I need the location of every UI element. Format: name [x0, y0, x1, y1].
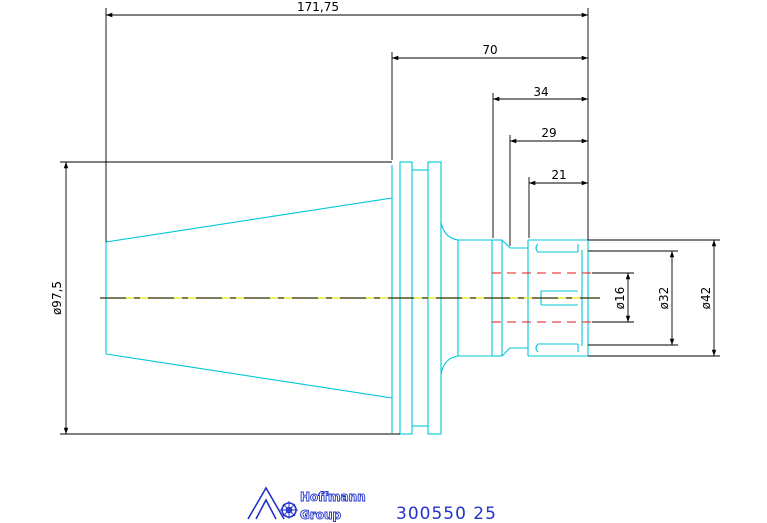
brand-name-line1: Hoffmann	[300, 490, 366, 504]
title-block: Hoffmann Group 300550 25	[247, 486, 497, 523]
dim-flange-length: 70	[482, 43, 497, 57]
dim-diameter-42: ø42	[699, 287, 713, 310]
dim-diameter-16: ø16	[613, 287, 627, 310]
brand-name-line2: Group	[300, 508, 342, 522]
hidden-lines	[492, 272, 592, 323]
dim-diameter-97-5: ø97,5	[50, 281, 64, 315]
dim-bore-depth-21: 21	[551, 168, 566, 182]
dim-nose-length: 34	[533, 85, 548, 99]
dim-diameter-32: ø32	[657, 287, 671, 310]
dimension-lines	[60, 8, 720, 435]
hoffmann-group-logo-icon	[247, 486, 298, 520]
part-number: 300550 25	[396, 504, 497, 523]
dim-overall-length: 171,75	[297, 0, 339, 14]
dim-bore-depth-29: 29	[541, 126, 556, 140]
